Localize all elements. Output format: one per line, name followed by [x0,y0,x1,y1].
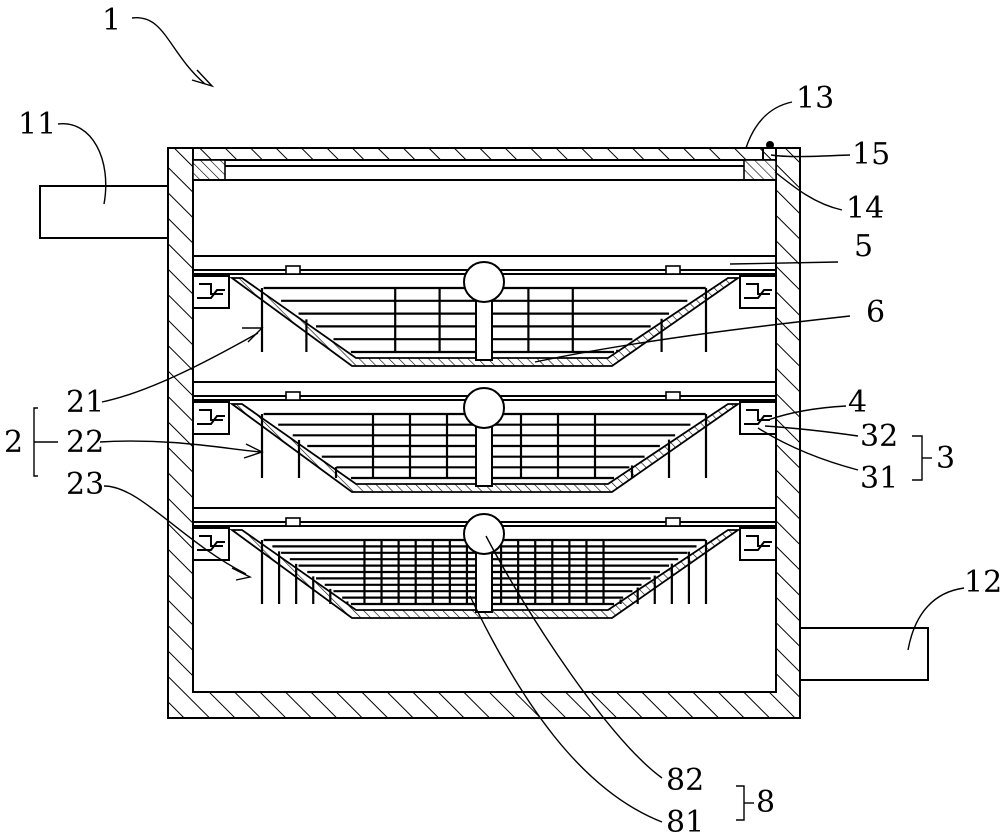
outlet-pipe [799,627,929,681]
inlet-pipe [39,185,169,239]
rail-upper [744,289,772,299]
rail-upper [197,415,225,425]
rail-lower [746,409,770,421]
label-hinge: 15 [852,137,890,172]
rail-lower [746,535,770,547]
label-tray-first: 21 [66,385,104,420]
label-tray-second: 22 [66,425,104,460]
label-rail-lower: 31 [860,461,898,496]
label-handle-ball: 82 [666,763,704,798]
label-inlet: 11 [18,107,56,142]
rail-upper [744,415,772,425]
stud [665,517,681,527]
tray-second [192,381,777,493]
rail-block [192,401,230,435]
label-handle-rod: 81 [666,805,704,838]
stud [665,391,681,401]
tray-third [192,507,777,619]
rail-upper [744,541,772,551]
handle-ball [463,387,505,429]
rail-block [192,527,230,561]
rail-upper [197,289,225,299]
leader-lines [33,17,965,823]
stud [285,391,301,401]
stud [285,517,301,527]
label-screen: 6 [866,295,885,330]
rail-lower [199,535,223,547]
rail-lower [746,283,770,295]
tray-rim [229,403,741,493]
handle-ball [463,513,505,555]
lid [192,147,764,161]
label-rail-upper: 32 [860,419,898,454]
tray-rim [229,277,741,367]
rail-lower [199,283,223,295]
stud [665,265,681,275]
rail-upper [197,541,225,551]
label-rail-assembly: 3 [936,441,955,476]
label-tray-third: 23 [66,467,104,502]
label-partition: 5 [854,229,873,264]
label-lid: 13 [796,81,834,116]
seal-frame-left [192,159,226,181]
label-tray-group: 2 [4,425,23,460]
tray-stack [192,255,777,619]
label-device: 1 [102,3,121,38]
rail-lower [199,409,223,421]
handle-ball [463,261,505,303]
seal-frame-right [743,159,777,181]
stud [285,265,301,275]
label-outlet: 12 [964,565,1000,600]
label-handle-assembly: 8 [756,785,775,820]
label-support: 4 [848,385,867,420]
label-seal-frame: 14 [846,191,884,226]
tray-first [192,255,777,367]
